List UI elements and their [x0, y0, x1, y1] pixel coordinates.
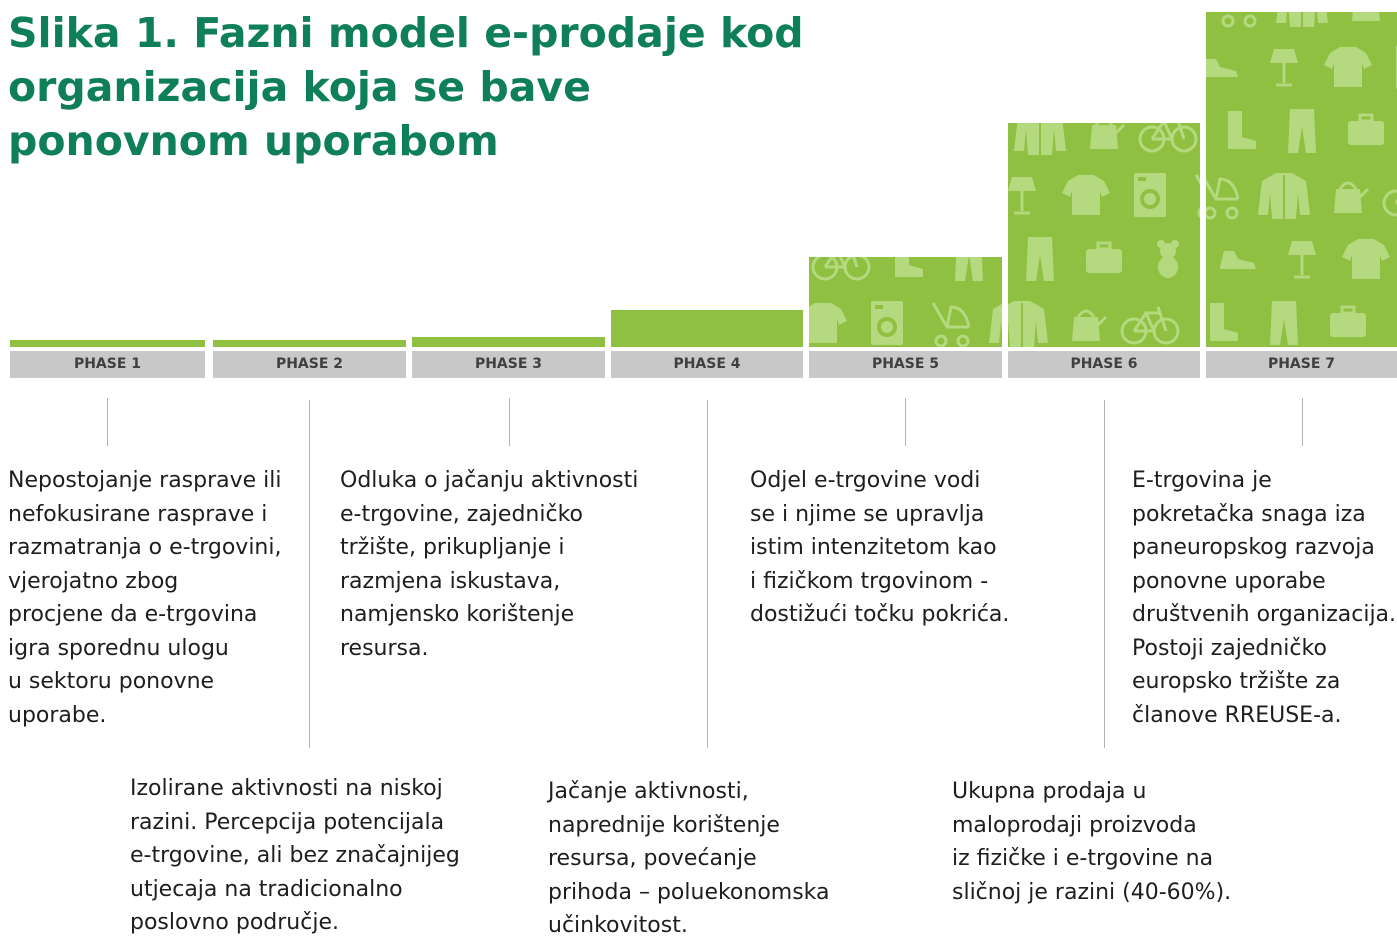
connector-line-7 [1302, 398, 1303, 446]
phase-5-description: Odjel e-trgovine vodi se i njime se upra… [750, 468, 1010, 627]
phase-bar-2 [213, 340, 406, 347]
stroller-icon [1194, 174, 1200, 219]
washing-machine-icon [871, 301, 903, 345]
phase-label-1: PHASE 1 [10, 351, 205, 378]
bar-pattern [1008, 123, 1200, 347]
phase-label-2: PHASE 2 [213, 351, 406, 378]
shirt-icon [1062, 175, 1110, 215]
figure-title: Slika 1. Fazni model e-prodaje kod organ… [8, 9, 804, 165]
boot-icon [895, 257, 923, 277]
boot-icon [1228, 111, 1256, 149]
connector-line-5 [905, 398, 906, 446]
teddy-bear-icon [1157, 240, 1179, 278]
shirt-icon [1324, 47, 1372, 87]
boot-icon [1210, 303, 1238, 341]
trousers-icon [1270, 301, 1298, 345]
suitcase-icon [1348, 113, 1384, 145]
kettle-icon [1352, 12, 1380, 21]
stroller-icon [931, 302, 971, 347]
phase-bar-4 [611, 310, 803, 347]
jacket-icon [1014, 123, 1066, 155]
bar-pattern [1206, 12, 1397, 345]
lamp-icon [1008, 177, 1036, 215]
bicycle-icon [1120, 306, 1180, 345]
suitcase-icon [1086, 241, 1122, 273]
stroller-icon [1206, 177, 1240, 220]
shoe-icon [1220, 251, 1256, 269]
trousers-icon [955, 257, 983, 281]
bicycle-icon [811, 257, 871, 281]
connector-line-2 [309, 400, 310, 748]
kettle-icon [1090, 123, 1126, 149]
phase-label-7: PHASE 7 [1206, 351, 1397, 378]
bicycle-icon [1138, 123, 1198, 153]
connector-line-6 [1104, 400, 1105, 748]
phase-bar-5 [809, 257, 1002, 347]
kettle-icon [1072, 309, 1108, 341]
trousers-icon [1288, 109, 1316, 153]
connector-line-1 [107, 398, 108, 446]
jacket-icon [989, 303, 1002, 343]
jacket-icon [1258, 173, 1310, 219]
phase-4-description: Jačanje aktivnosti, naprednije korištenj… [548, 779, 830, 938]
phase-3-description: Odluka o jačanju aktivnosti e-trgovine, … [340, 468, 639, 661]
kettle-icon [1334, 181, 1370, 213]
lamp-icon [1270, 49, 1298, 87]
shirt-icon [809, 303, 847, 343]
phase-label-6: PHASE 6 [1008, 351, 1200, 378]
phase-bar-3 [412, 337, 605, 347]
connector-line-3 [509, 398, 510, 446]
phase-label-4: PHASE 4 [611, 351, 803, 378]
stroller-icon [1221, 14, 1257, 28]
bar-pattern [809, 257, 1002, 347]
phase-6-description: Ukupna prodaja u maloprodaji proizvoda i… [952, 779, 1232, 905]
phase-bar-7 [1206, 12, 1397, 347]
phase-bar-1 [10, 340, 205, 347]
phase-bar-6 [1008, 123, 1200, 347]
phase-7-description: E-trgovina je pokretačka snaga iza paneu… [1132, 468, 1397, 728]
connector-line-4 [707, 400, 708, 748]
phase-label-5: PHASE 5 [809, 351, 1002, 378]
shoe-icon [1206, 59, 1238, 77]
phase-2-description: Izolirane aktivnosti na niskoj razini. P… [130, 776, 460, 935]
jacket-icon [1276, 12, 1328, 27]
trousers-icon [1026, 237, 1054, 281]
lamp-icon [1288, 241, 1316, 279]
shirt-icon [1342, 239, 1390, 279]
phase-label-3: PHASE 3 [412, 351, 605, 378]
jacket-icon [1008, 301, 1048, 347]
suitcase-icon [1330, 305, 1366, 337]
bicycle-icon [1382, 189, 1397, 217]
washing-machine-icon [1134, 173, 1166, 217]
phase-1-description: Nepostojanje rasprave ili nefokusirane r… [8, 468, 282, 728]
